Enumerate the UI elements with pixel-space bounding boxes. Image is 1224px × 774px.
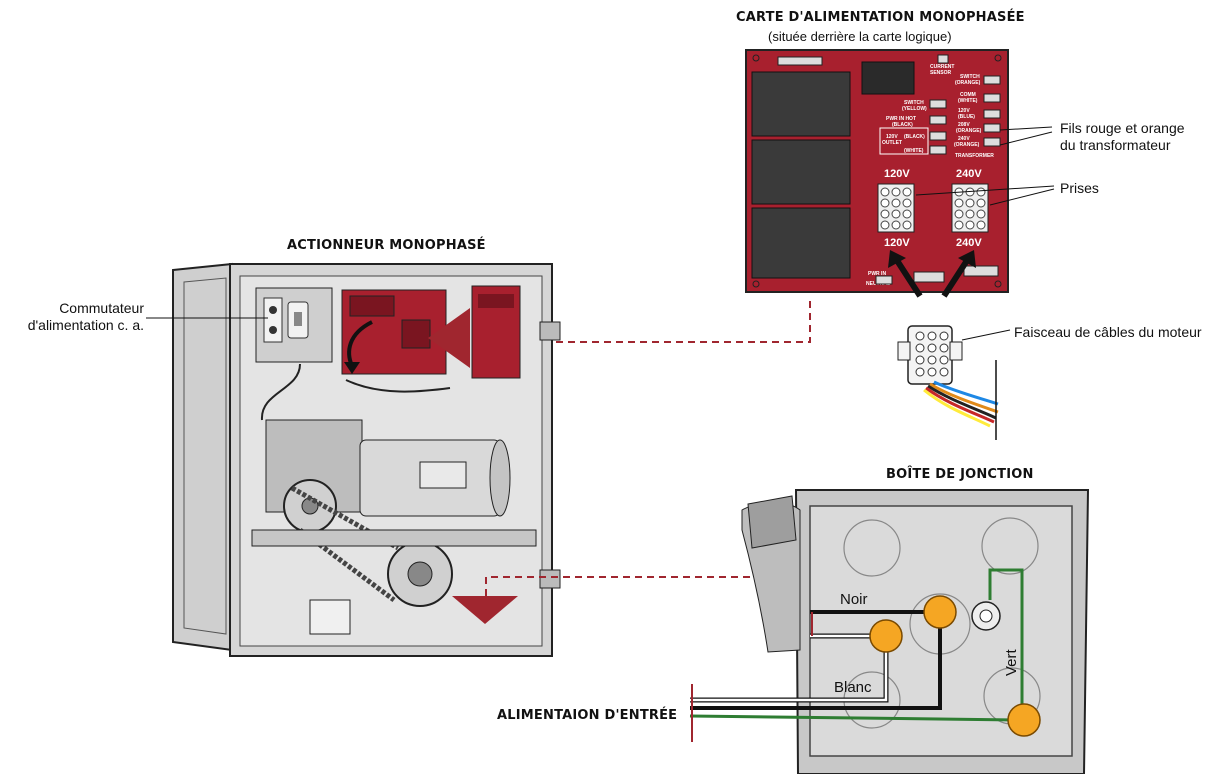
power-board-title: CARTE D'ALIMENTATION MONOPHASÉE: [736, 10, 1025, 25]
ac-switch-label-line1: Commutateur: [59, 300, 144, 316]
wire-green-label: Vert: [1003, 648, 1020, 676]
callout-dashed-lines: [485, 296, 811, 596]
svg-text:120V: 120V: [886, 134, 898, 140]
svg-text:(ORANGE): (ORANGE): [955, 80, 981, 86]
motor-harness-connector: [897, 325, 1011, 440]
actuator-cabinet: [172, 262, 561, 657]
board-leader-lines: [915, 126, 1055, 206]
socket-240v-bottom: 240V: [956, 237, 982, 249]
svg-text:(BLACK): (BLACK): [892, 122, 913, 128]
svg-text:OUTLET: OUTLET: [882, 140, 902, 146]
socket-240v-top: 240V: [956, 168, 982, 180]
svg-text:208V: 208V: [958, 122, 970, 128]
svg-text:(ORANGE): (ORANGE): [956, 128, 982, 134]
svg-text:120V: 120V: [958, 108, 970, 114]
socket-120v-top: 120V: [884, 168, 910, 180]
svg-text:(BLACK): (BLACK): [904, 134, 925, 140]
svg-text:(ORANGE): (ORANGE): [954, 142, 980, 148]
svg-text:SWITCH: SWITCH: [904, 100, 924, 106]
transformer-wires-label: Fils rouge et orange du transformateur: [1060, 120, 1185, 154]
ac-switch-label: Commutateur d'alimentation c. a.: [8, 300, 144, 334]
motor-harness-label: Faisceau de câbles du moteur: [1014, 324, 1202, 340]
svg-text:(WHITE): (WHITE): [904, 148, 924, 154]
svg-text:TRANSFORMER: TRANSFORMER: [955, 153, 994, 159]
junction-box: Noir Blanc Vert: [689, 489, 1090, 774]
transformer-wires-label-line2: du transformateur: [1060, 137, 1171, 153]
wire-black-label: Noir: [840, 591, 868, 608]
svg-text:240V: 240V: [958, 136, 970, 142]
svg-text:SENSOR: SENSOR: [930, 70, 952, 76]
sockets-label: Prises: [1060, 180, 1099, 196]
svg-text:COMM: COMM: [960, 92, 976, 98]
power-board-subtitle: (située derrière la carte logique): [768, 29, 952, 44]
input-power-label: ALIMENTAION D'ENTRÉE: [497, 708, 678, 723]
junction-box-title: BOÎTE DE JONCTION: [886, 467, 1034, 482]
svg-text:CURRENT: CURRENT: [930, 64, 954, 70]
svg-text:SWITCH: SWITCH: [960, 74, 980, 80]
svg-text:PWR IN HOT: PWR IN HOT: [886, 116, 916, 122]
svg-text:(BLUE): (BLUE): [958, 114, 975, 120]
ac-switch-label-line2: d'alimentation c. a.: [27, 317, 144, 333]
wire-white-label: Blanc: [834, 679, 872, 696]
svg-text:(WHITE): (WHITE): [958, 98, 978, 104]
svg-text:PWR IN: PWR IN: [868, 271, 886, 277]
svg-text:(YELLOW): (YELLOW): [902, 106, 927, 112]
actuator-title: ACTIONNEUR MONOPHASÉ: [287, 238, 486, 253]
socket-120v-bottom: 120V: [884, 237, 910, 249]
transformer-wires-label-line1: Fils rouge et orange: [1060, 120, 1185, 136]
